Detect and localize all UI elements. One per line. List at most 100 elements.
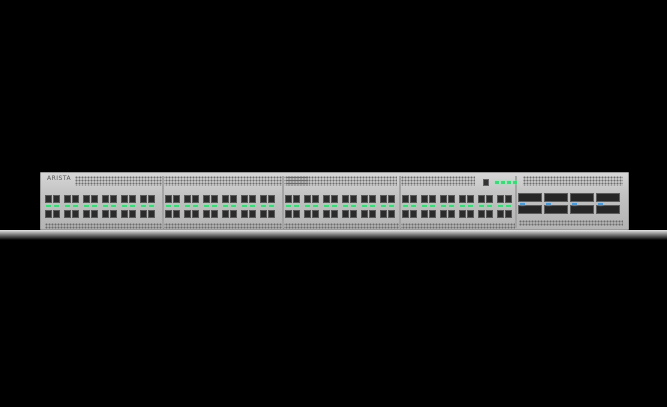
sfp-port[interactable]: [440, 210, 447, 218]
sfp-port[interactable]: [440, 195, 447, 203]
sfp-port[interactable]: [421, 195, 428, 203]
sfp-port[interactable]: [64, 210, 71, 218]
qsfp-port[interactable]: [518, 193, 542, 202]
qsfp-port[interactable]: [570, 193, 594, 202]
sfp-port[interactable]: [342, 210, 349, 218]
sfp-port[interactable]: [402, 195, 409, 203]
sfp-port[interactable]: [249, 195, 256, 203]
sfp-port[interactable]: [486, 195, 493, 203]
qsfp-port[interactable]: [596, 205, 620, 214]
qsfp-port[interactable]: [544, 205, 568, 214]
sfp-port[interactable]: [268, 210, 275, 218]
sfp-port[interactable]: [260, 210, 267, 218]
sfp-port[interactable]: [140, 195, 147, 203]
sfp-port[interactable]: [129, 210, 136, 218]
sfp-port[interactable]: [402, 210, 409, 218]
sfp-port[interactable]: [505, 210, 512, 218]
sfp-port[interactable]: [323, 210, 330, 218]
sfp-port[interactable]: [129, 195, 136, 203]
sfp-port[interactable]: [203, 195, 210, 203]
sfp-port[interactable]: [388, 195, 395, 203]
sfp-port[interactable]: [72, 195, 79, 203]
sfp-port[interactable]: [184, 195, 191, 203]
sfp-port[interactable]: [192, 195, 199, 203]
sfp-port[interactable]: [410, 195, 417, 203]
sfp-port[interactable]: [45, 210, 52, 218]
sfp-port[interactable]: [211, 195, 218, 203]
sfp-port[interactable]: [91, 195, 98, 203]
sfp-port[interactable]: [478, 195, 485, 203]
sfp-port[interactable]: [222, 195, 229, 203]
sfp-port[interactable]: [53, 195, 60, 203]
sfp-port[interactable]: [421, 210, 428, 218]
sfp-port[interactable]: [83, 195, 90, 203]
sfp-port[interactable]: [312, 210, 319, 218]
sfp-port[interactable]: [361, 195, 368, 203]
sfp-port[interactable]: [110, 195, 117, 203]
sfp-port[interactable]: [53, 210, 60, 218]
sfp-port[interactable]: [304, 195, 311, 203]
sfp-port[interactable]: [110, 210, 117, 218]
sfp-port[interactable]: [350, 210, 357, 218]
sfp-port[interactable]: [304, 210, 311, 218]
sfp-port[interactable]: [148, 210, 155, 218]
sfp-port[interactable]: [184, 210, 191, 218]
sfp-port[interactable]: [121, 210, 128, 218]
usb-port[interactable]: [483, 179, 489, 186]
sfp-port[interactable]: [331, 195, 338, 203]
sfp-port[interactable]: [380, 210, 387, 218]
qsfp-port[interactable]: [544, 193, 568, 202]
sfp-port[interactable]: [467, 210, 474, 218]
sfp-port[interactable]: [459, 195, 466, 203]
sfp-port[interactable]: [173, 210, 180, 218]
sfp-port[interactable]: [369, 195, 376, 203]
sfp-port[interactable]: [249, 210, 256, 218]
sfp-port[interactable]: [45, 195, 52, 203]
sfp-port[interactable]: [102, 210, 109, 218]
sfp-port[interactable]: [497, 210, 504, 218]
sfp-port[interactable]: [203, 210, 210, 218]
sfp-port[interactable]: [388, 210, 395, 218]
sfp-port[interactable]: [222, 210, 229, 218]
sfp-port[interactable]: [91, 210, 98, 218]
sfp-port[interactable]: [448, 195, 455, 203]
sfp-port[interactable]: [429, 195, 436, 203]
sfp-port[interactable]: [64, 195, 71, 203]
sfp-port[interactable]: [260, 195, 267, 203]
sfp-port[interactable]: [497, 195, 504, 203]
sfp-port[interactable]: [230, 195, 237, 203]
sfp-port[interactable]: [505, 195, 512, 203]
sfp-port[interactable]: [448, 210, 455, 218]
sfp-port[interactable]: [459, 210, 466, 218]
sfp-port[interactable]: [293, 195, 300, 203]
sfp-port[interactable]: [331, 210, 338, 218]
sfp-port[interactable]: [293, 210, 300, 218]
sfp-port[interactable]: [211, 210, 218, 218]
sfp-port[interactable]: [478, 210, 485, 218]
sfp-port[interactable]: [241, 195, 248, 203]
sfp-port[interactable]: [312, 195, 319, 203]
sfp-port[interactable]: [285, 210, 292, 218]
sfp-port[interactable]: [268, 195, 275, 203]
sfp-port[interactable]: [342, 195, 349, 203]
sfp-port[interactable]: [361, 210, 368, 218]
sfp-port[interactable]: [323, 195, 330, 203]
sfp-port[interactable]: [192, 210, 199, 218]
sfp-port[interactable]: [121, 195, 128, 203]
sfp-port[interactable]: [369, 210, 376, 218]
sfp-port[interactable]: [467, 195, 474, 203]
sfp-port[interactable]: [173, 195, 180, 203]
sfp-port[interactable]: [429, 210, 436, 218]
sfp-port[interactable]: [72, 210, 79, 218]
sfp-port[interactable]: [165, 210, 172, 218]
sfp-port[interactable]: [165, 195, 172, 203]
sfp-port[interactable]: [230, 210, 237, 218]
sfp-port[interactable]: [350, 195, 357, 203]
sfp-port[interactable]: [410, 210, 417, 218]
sfp-port[interactable]: [102, 195, 109, 203]
qsfp-port[interactable]: [570, 205, 594, 214]
sfp-port[interactable]: [285, 195, 292, 203]
sfp-port[interactable]: [148, 195, 155, 203]
qsfp-port[interactable]: [596, 193, 620, 202]
sfp-port[interactable]: [380, 195, 387, 203]
